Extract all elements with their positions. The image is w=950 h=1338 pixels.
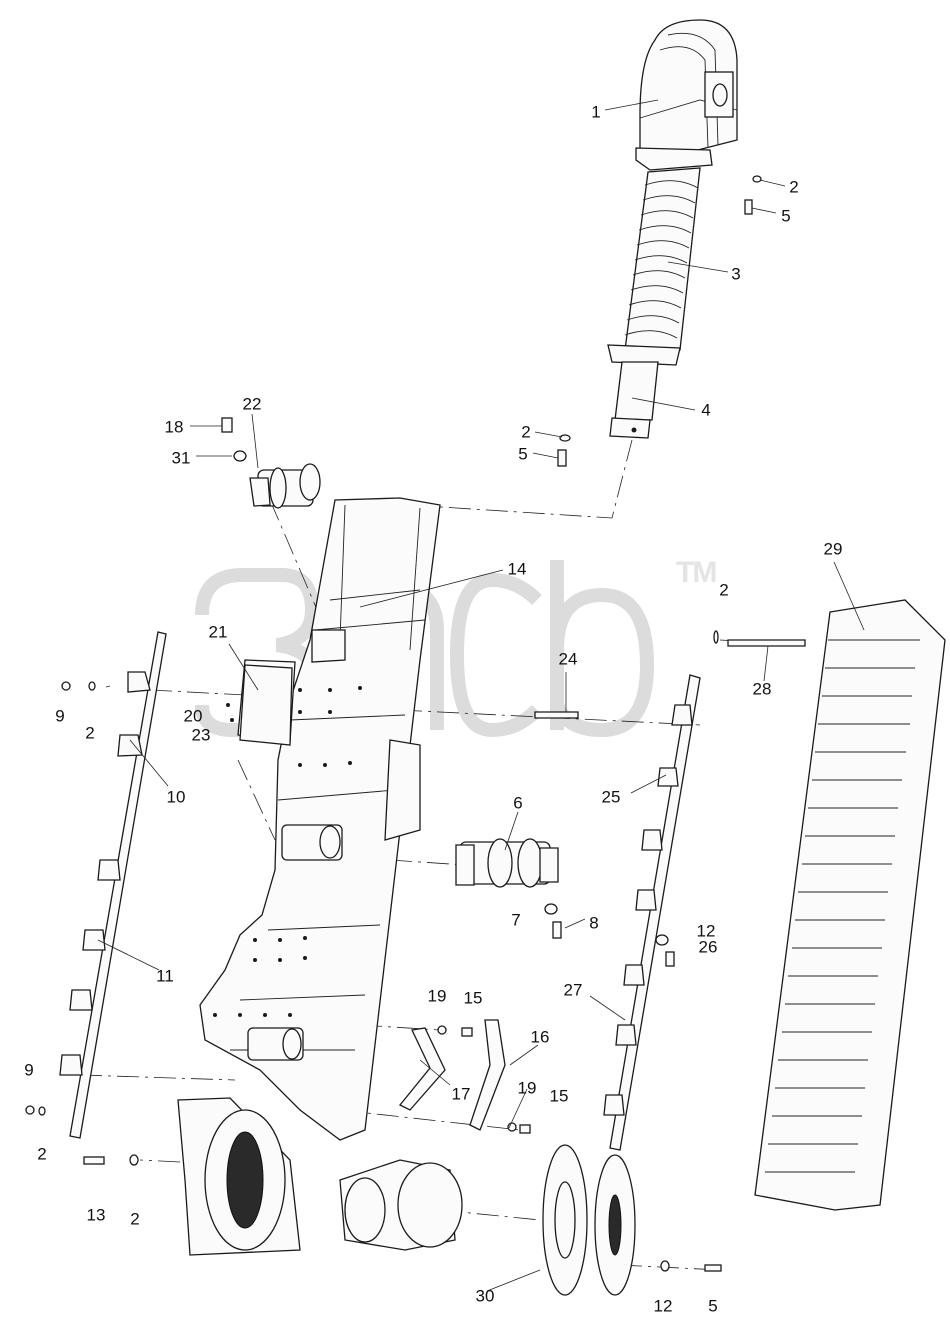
callout-7: 7 xyxy=(511,910,521,930)
track-guard xyxy=(25,631,167,1139)
callout-5: 5 xyxy=(518,444,528,464)
callout-2: 2 xyxy=(521,422,531,442)
callout-27: 27 xyxy=(563,980,583,1000)
callout-23: 23 xyxy=(191,725,211,745)
callout-30: 30 xyxy=(475,1286,495,1306)
carrier-roller xyxy=(221,417,321,509)
final-drive xyxy=(339,1159,463,1251)
callout-8: 8 xyxy=(589,913,599,933)
callout-19: 19 xyxy=(427,986,447,1006)
sprocket xyxy=(542,1144,636,1296)
callout-15: 15 xyxy=(463,988,483,1008)
frame-holes xyxy=(213,686,362,1017)
callout-12: 12 xyxy=(653,1296,673,1316)
callout-16: 16 xyxy=(530,1027,550,1047)
track-frame xyxy=(199,497,441,1141)
callout-2: 2 xyxy=(85,723,95,743)
callout-2: 2 xyxy=(37,1144,47,1164)
pins xyxy=(534,630,806,719)
idler-wheel xyxy=(635,19,738,171)
hub-housing xyxy=(177,1097,301,1256)
callout-13: 13 xyxy=(86,1205,106,1225)
callout-18: 18 xyxy=(164,417,184,437)
callout-19: 19 xyxy=(517,1078,537,1098)
callout-2: 2 xyxy=(719,580,729,600)
track-chain xyxy=(754,599,946,1211)
recoil-spring xyxy=(607,167,701,366)
leader-lines xyxy=(97,99,865,1292)
callout-1: 1 xyxy=(591,102,601,122)
callout-22: 22 xyxy=(242,394,262,414)
callout-6: 6 xyxy=(513,793,523,813)
callout-29: 29 xyxy=(823,539,843,559)
callout-2: 2 xyxy=(130,1209,140,1229)
bolts-upper xyxy=(557,175,762,467)
callout-4: 4 xyxy=(701,400,711,420)
bolts-lower xyxy=(83,1154,722,1272)
callout-2: 2 xyxy=(789,177,799,197)
callout-15: 15 xyxy=(549,1086,569,1106)
callout-9: 9 xyxy=(24,1060,34,1080)
callout-17: 17 xyxy=(451,1084,471,1104)
callout-3: 3 xyxy=(731,264,741,284)
callout-25: 25 xyxy=(601,787,621,807)
tension-cylinder xyxy=(609,361,659,439)
callout-31: 31 xyxy=(171,448,191,468)
callout-20: 20 xyxy=(183,706,203,726)
chain-guides xyxy=(398,1019,531,1134)
callout-10: 10 xyxy=(166,787,186,807)
chain-guard xyxy=(603,674,701,1151)
trademark-mark: TM xyxy=(676,556,717,589)
callout-11: 11 xyxy=(156,966,174,986)
cover-plate xyxy=(226,664,293,746)
callout-5: 5 xyxy=(781,206,791,226)
callout-5: 5 xyxy=(708,1296,718,1316)
callout-26: 26 xyxy=(698,937,718,957)
callout-14: 14 xyxy=(507,559,527,579)
callout-21: 21 xyxy=(208,622,228,642)
callout-24: 24 xyxy=(558,649,578,669)
callout-12: 12 xyxy=(696,921,716,941)
track-roller xyxy=(455,838,562,939)
callout-28: 28 xyxy=(752,679,772,699)
callout-9: 9 xyxy=(55,706,65,726)
